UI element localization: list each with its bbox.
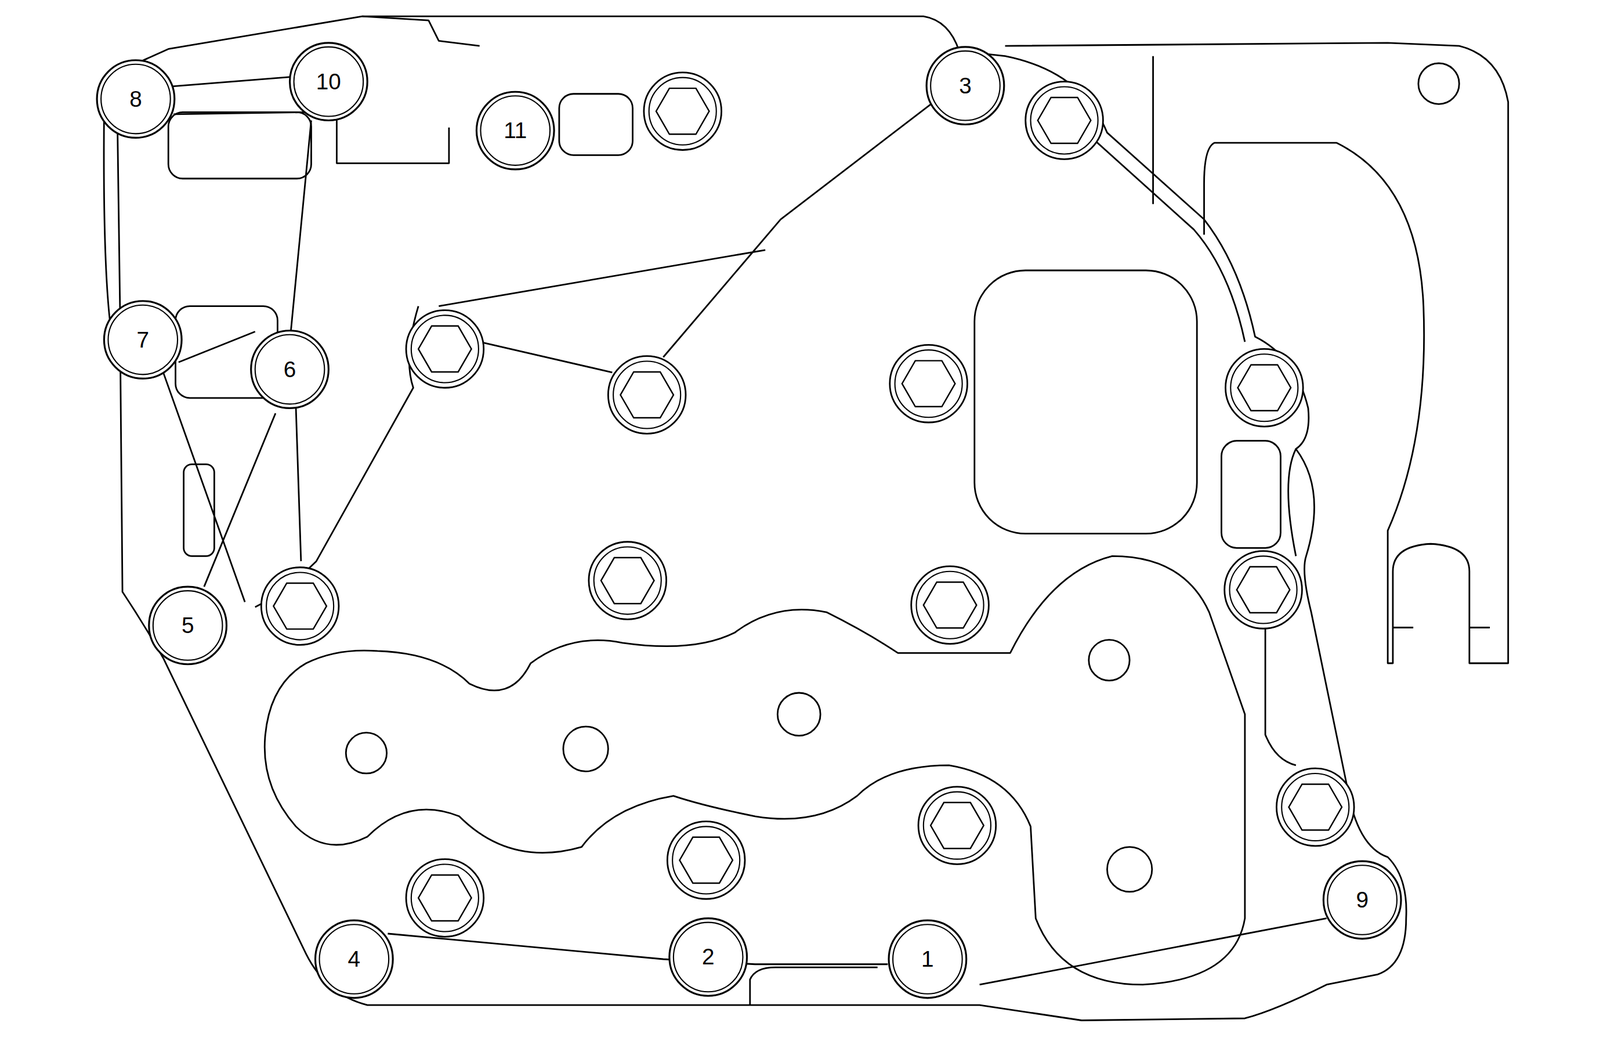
callout-number: 5 <box>181 614 195 637</box>
callout-number: 6 <box>283 357 297 381</box>
callout-number: 3 <box>958 74 972 97</box>
callout-number: 2 <box>701 945 715 969</box>
callout-number: 9 <box>1355 888 1369 912</box>
callout-number: 8 <box>129 87 143 111</box>
callout-number: 4 <box>348 947 361 971</box>
callout-number: 7 <box>136 328 150 351</box>
callout-number: 1 <box>921 947 935 971</box>
callout-number: 11 <box>503 119 527 143</box>
callout-number: 10 <box>316 70 342 93</box>
